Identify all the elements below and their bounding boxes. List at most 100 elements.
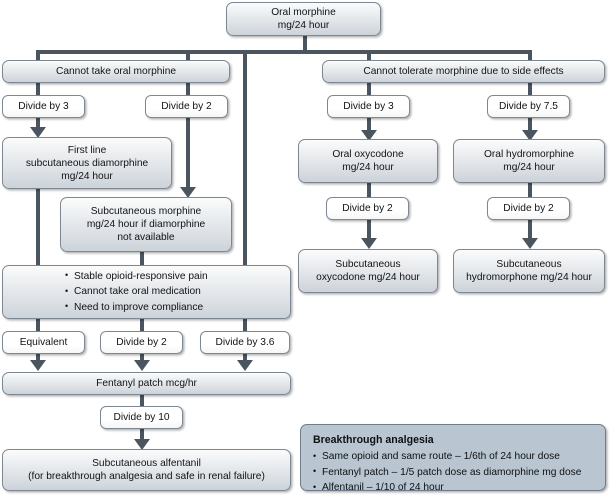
breakthrough-panel-title: Breakthrough analgesia bbox=[313, 434, 434, 446]
node-first-line-line3: mg/24 hour bbox=[61, 170, 113, 182]
arrowhead-fentanyl-mid bbox=[134, 360, 150, 371]
node-subcutaneous-alfentanil[interactable]: Subcutaneous alfentanil (for breakthroug… bbox=[2, 449, 291, 491]
node-subcutaneous-alfentanil-text: Subcutaneous alfentanil (for breakthroug… bbox=[22, 457, 271, 483]
node-first-line-line2: subcutaneous diamorphine bbox=[25, 157, 149, 169]
breakthrough-bullet-0: Same opioid and same route – 1/6th of 24… bbox=[313, 449, 595, 465]
node-sc-morphine-line3: not available bbox=[117, 232, 175, 243]
connector-equivalent-to-fentanyl bbox=[36, 353, 40, 366]
node-oral-oxycodone[interactable]: Oral oxycodone mg/24 hour bbox=[298, 139, 438, 183]
arrowhead-sc-hydromorphone bbox=[522, 238, 538, 249]
node-divide-by-3-left-text: Divide by 3 bbox=[18, 101, 69, 112]
node-subcutaneous-hydromorphone[interactable]: Subcutaneous hydromorphone mg/24 hour bbox=[453, 249, 605, 293]
connector-main-bus bbox=[36, 50, 532, 54]
connector-oxycodone-to-div2 bbox=[367, 183, 371, 197]
node-fentanyl-patch-text: Fentanyl patch mcg/hr bbox=[96, 378, 197, 389]
connector-div2-to-sc-hydromorphone bbox=[528, 219, 532, 244]
node-oral-morphine-line2: mg/24 hour bbox=[277, 20, 330, 31]
breakthrough-bullet-2: Alfentanil – 1/10 of 24 hour bbox=[313, 480, 595, 496]
connector-right-branch-to-div3 bbox=[367, 82, 371, 95]
node-cannot-take-oral-morphine[interactable]: Cannot take oral morphine bbox=[2, 60, 230, 83]
connector-firstline-to-criteria bbox=[36, 188, 40, 269]
node-divide-by-10-text: Divide by 10 bbox=[113, 412, 170, 423]
connector-bus-to-right-branch bbox=[367, 50, 371, 61]
connector-div3-to-oxycodone bbox=[367, 117, 371, 135]
criteria-bullet-list: Stable opioid-responsive pain Cannot tak… bbox=[3, 268, 208, 316]
breakthrough-bullet-list: Same opioid and same route – 1/6th of 24… bbox=[313, 449, 595, 496]
node-equivalent[interactable]: Equivalent bbox=[2, 331, 85, 354]
connector-div2mid-to-fentanyl bbox=[140, 353, 144, 366]
node-subcutaneous-oxycodone[interactable]: Subcutaneous oxycodone mg/24 hour bbox=[298, 249, 438, 293]
node-first-line-diamorphine-text: First line subcutaneous diamorphine mg/2… bbox=[20, 144, 154, 183]
node-sc-oxycodone-line1: Subcutaneous bbox=[335, 259, 401, 270]
node-oral-morphine-text: Oral morphine mg/24 hour bbox=[265, 6, 342, 32]
criteria-bullet-0: Stable opioid-responsive pain bbox=[65, 268, 208, 285]
connector-hydromorphine-to-div2 bbox=[528, 183, 532, 197]
node-oral-oxycodone-line1: Oral oxycodone bbox=[332, 149, 404, 160]
breakthrough-analgesia-panel[interactable]: Breakthrough analgesia Same opioid and s… bbox=[300, 424, 606, 495]
node-sc-hydromorphone-line2: hydromorphone mg/24 hour bbox=[466, 272, 592, 283]
node-first-line-line1: First line bbox=[67, 144, 107, 156]
node-oral-morphine[interactable]: Oral morphine mg/24 hour bbox=[226, 2, 381, 36]
node-oral-hydromorphine-line1: Oral hydromorphine bbox=[483, 149, 575, 160]
connector-fentanyl-to-div10 bbox=[140, 395, 144, 407]
connector-right-branch-to-div75 bbox=[528, 82, 532, 95]
arrowhead-oral-oxycodone bbox=[361, 130, 377, 141]
connector-bus-to-left-branch bbox=[36, 50, 40, 61]
node-sc-morphine-line2: mg/24 hour if diamorphine bbox=[86, 219, 206, 230]
node-divide-by-2-hydromorphine[interactable]: Divide by 2 bbox=[487, 197, 570, 220]
arrowhead-fentanyl-left bbox=[30, 360, 46, 371]
node-divide-by-10[interactable]: Divide by 10 bbox=[100, 406, 183, 429]
node-criteria-list[interactable]: Stable opioid-responsive pain Cannot tak… bbox=[2, 265, 291, 319]
connector-div2-to-sc-oxycodone bbox=[367, 219, 371, 244]
arrowhead-firstline bbox=[30, 127, 46, 138]
node-fentanyl-patch[interactable]: Fentanyl patch mcg/hr bbox=[2, 372, 291, 395]
node-subcutaneous-hydromorphone-text: Subcutaneous hydromorphone mg/24 hour bbox=[460, 258, 598, 284]
node-divide-by-2-hydromorphine-text: Divide by 2 bbox=[503, 203, 554, 214]
node-oral-morphine-line1: Oral morphine bbox=[271, 7, 336, 18]
node-sc-hydromorphone-line1: Subcutaneous bbox=[496, 259, 562, 270]
connector-div2-to-scmorphine bbox=[186, 117, 190, 192]
node-divide-by-3-6-text: Divide by 3.6 bbox=[215, 337, 275, 348]
node-divide-by-3-right[interactable]: Divide by 3 bbox=[327, 95, 410, 118]
node-oral-hydromorphine-line2: mg/24 hour bbox=[503, 162, 555, 173]
node-first-line-diamorphine[interactable]: First line subcutaneous diamorphine mg/2… bbox=[2, 137, 172, 189]
breakthrough-bullet-1: Fentanyl patch – 1/5 patch dose as diamo… bbox=[313, 464, 595, 481]
node-oral-hydromorphine[interactable]: Oral hydromorphine mg/24 hour bbox=[453, 139, 605, 183]
node-cannot-tolerate-morphine-text: Cannot tolerate morphine due to side eff… bbox=[363, 66, 564, 77]
node-oral-oxycodone-line2: mg/24 hour bbox=[342, 162, 394, 173]
node-divide-by-2-left[interactable]: Divide by 2 bbox=[145, 95, 228, 118]
node-sc-oxycodone-line2: oxycodone mg/24 hour bbox=[316, 272, 420, 283]
node-sc-morphine-line1: Subcutaneous morphine bbox=[90, 206, 202, 217]
arrowhead-alfentanil bbox=[134, 439, 150, 450]
connector-div10-to-alfentanil bbox=[140, 429, 144, 444]
node-divide-by-3-6[interactable]: Divide by 3.6 bbox=[200, 331, 290, 354]
arrowhead-fentanyl-right bbox=[237, 360, 253, 371]
node-divide-by-3-right-text: Divide by 3 bbox=[343, 101, 394, 112]
connector-div75-to-hydromorphine bbox=[528, 117, 532, 135]
node-equivalent-text: Equivalent bbox=[19, 337, 68, 348]
node-divide-by-2-oxycodone-text: Divide by 2 bbox=[342, 203, 393, 214]
node-alfentanil-line1: Subcutaneous alfentanil bbox=[92, 458, 201, 469]
node-oral-hydromorphine-text: Oral hydromorphine mg/24 hour bbox=[478, 148, 580, 174]
node-divide-by-2-left-text: Divide by 2 bbox=[161, 101, 212, 112]
connector-root-stem bbox=[303, 34, 307, 54]
node-divide-by-7-5-right-text: Divide by 7.5 bbox=[499, 101, 558, 112]
connector-left-branch-to-div3 bbox=[36, 82, 40, 95]
node-oral-oxycodone-text: Oral oxycodone mg/24 hour bbox=[326, 148, 409, 174]
arrowhead-scmorphine bbox=[180, 187, 196, 198]
node-subcutaneous-morphine[interactable]: Subcutaneous morphine mg/24 hour if diam… bbox=[60, 197, 232, 252]
node-divide-by-3-left[interactable]: Divide by 3 bbox=[2, 95, 85, 118]
connector-bus-bypass-to-criteria bbox=[243, 50, 247, 269]
node-divide-by-7-5-right[interactable]: Divide by 7.5 bbox=[487, 95, 570, 118]
node-divide-by-2-mid[interactable]: Divide by 2 bbox=[100, 331, 183, 354]
node-cannot-tolerate-morphine[interactable]: Cannot tolerate morphine due to side eff… bbox=[322, 60, 605, 83]
arrowhead-sc-oxycodone bbox=[361, 238, 377, 249]
arrowhead-oral-hydromorphine bbox=[522, 130, 538, 141]
criteria-bullet-1: Cannot take oral medication bbox=[65, 284, 208, 300]
connector-scmorphine-to-criteria bbox=[140, 252, 144, 269]
connector-div36-to-fentanyl bbox=[243, 353, 247, 366]
node-divide-by-2-oxycodone[interactable]: Divide by 2 bbox=[326, 197, 409, 220]
connector-criteria-to-div36 bbox=[243, 318, 247, 331]
node-subcutaneous-oxycodone-text: Subcutaneous oxycodone mg/24 hour bbox=[310, 258, 426, 284]
